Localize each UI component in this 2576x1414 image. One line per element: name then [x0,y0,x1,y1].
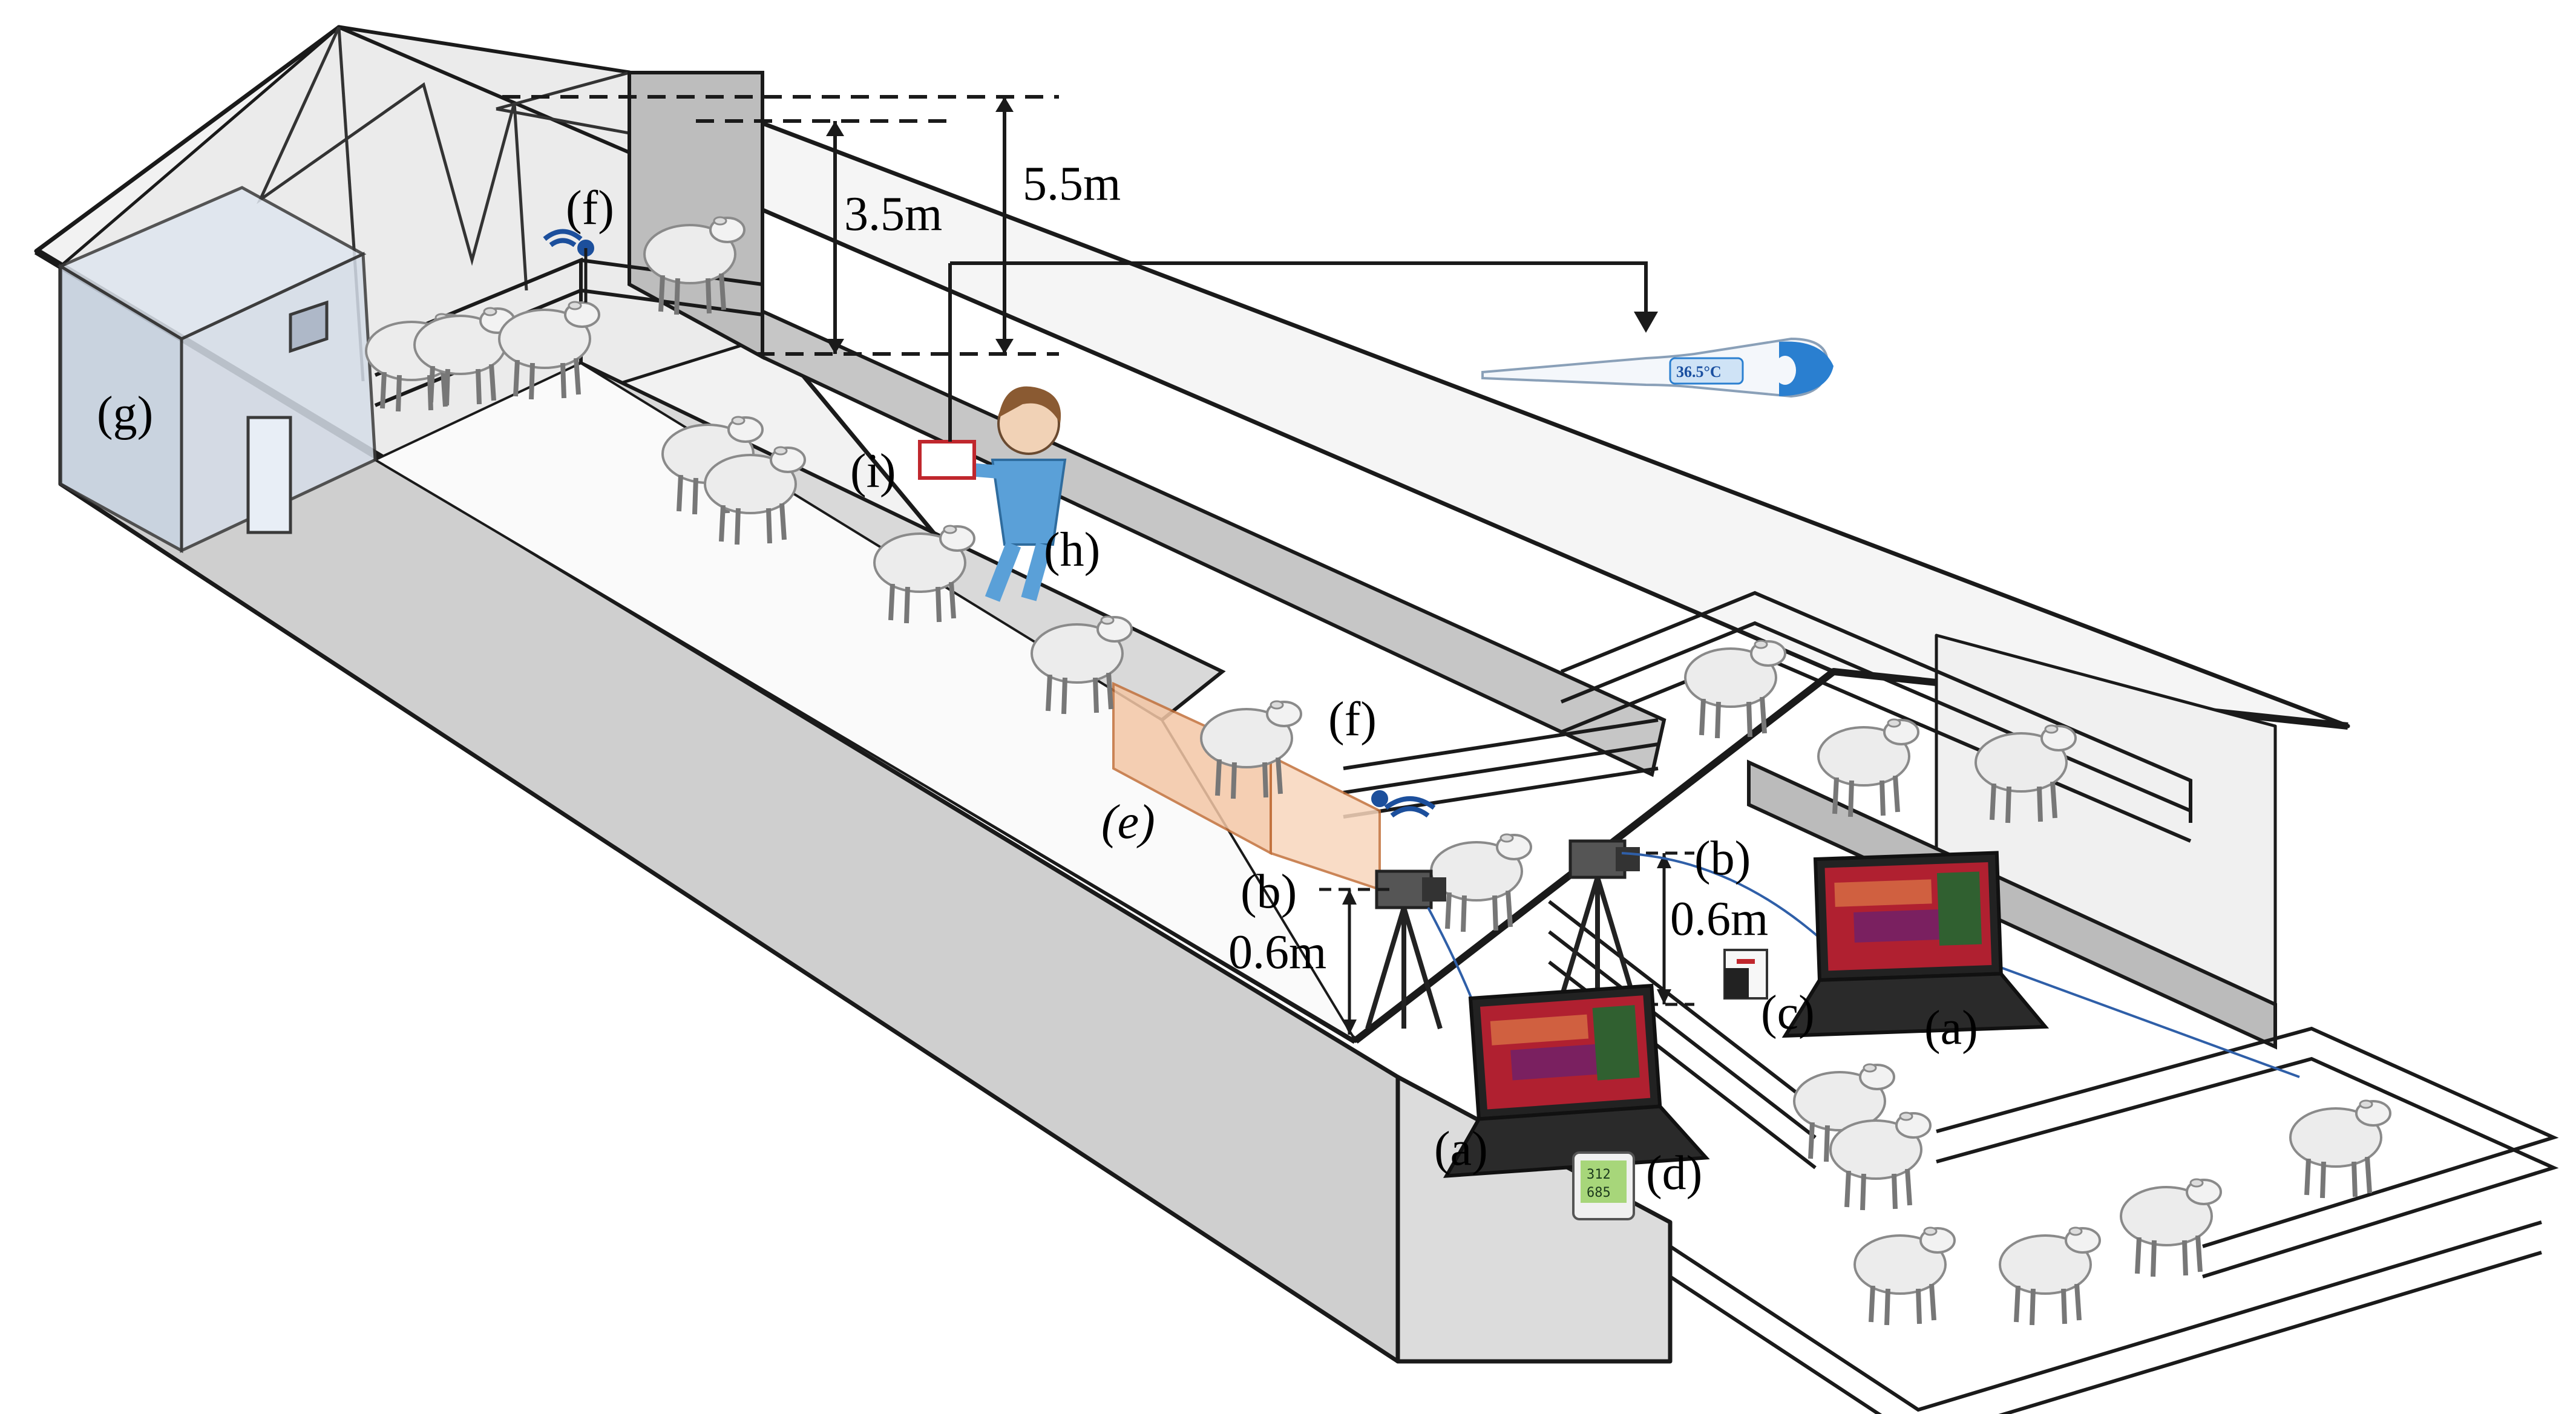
worker [918,263,1067,602]
thermometer-reading: 36.5°C [1676,363,1722,381]
worker-hair [998,386,1061,424]
sheep [1830,1113,1930,1210]
label-camera-height-left: 0.6m [1228,926,1326,979]
scanner-zone [1112,681,1381,891]
label-ambient-sensor: (c) [1761,986,1815,1039]
thermometer-link [950,261,1648,315]
worker-leg [1021,542,1052,601]
worker-body [991,459,1067,546]
thermometer-link-arrow [1634,312,1658,333]
digital-thermometer-icon: 36.5°C [1481,337,1834,398]
label-camera-left: (b) [1240,865,1297,918]
height-dimensions [502,95,1059,356]
hygrometer-line2: 685 [1587,1185,1611,1200]
label-hygrometer: (d) [1646,1147,1702,1200]
label-camera-height-right: 0.6m [1670,892,1768,946]
camera-height-arrows [1342,853,1671,1035]
label-scanner-zone: (e) [1101,796,1155,849]
control-room-top [57,186,367,341]
label-rfid-reader-left: (f) [566,182,614,235]
label-worker: (h) [1044,523,1100,577]
label-control-room: (g) [97,387,153,440]
worker-leg [985,542,1021,602]
thermo-hygrometer-icon: 312 685 [1572,1151,1635,1220]
rfid-reader-icon [1371,790,1436,818]
label-laptop-right: (a) [1924,1001,1978,1055]
sheep [2000,1228,2100,1325]
roof-height-label: 5.5m [1023,157,1121,211]
control-room [57,186,377,554]
right-pen-divider [1747,759,2277,1050]
label-laptop-left: (a) [1434,1122,1488,1176]
label-rfid-reader-right: (f) [1328,693,1377,746]
control-room-window [289,300,329,353]
ceiling-height-label: 3.5m [844,188,942,241]
label-tablet: (i) [850,445,896,498]
control-room-door [246,416,292,534]
hygrometer-line1: 312 [1587,1167,1611,1182]
ambient-sensor-icon [1723,949,1768,1000]
sheep [2121,1179,2221,1277]
dimension-arrows [826,97,1014,354]
sheep [1818,719,1918,817]
sheep [1855,1228,1955,1325]
camera-height-dimensions [1319,851,1694,1035]
label-camera-right: (b) [1694,832,1751,885]
sheep [2290,1101,2390,1198]
roof-ridge [338,25,1835,673]
rfid-reader-icon [543,229,594,303]
tablet-icon [918,440,976,480]
